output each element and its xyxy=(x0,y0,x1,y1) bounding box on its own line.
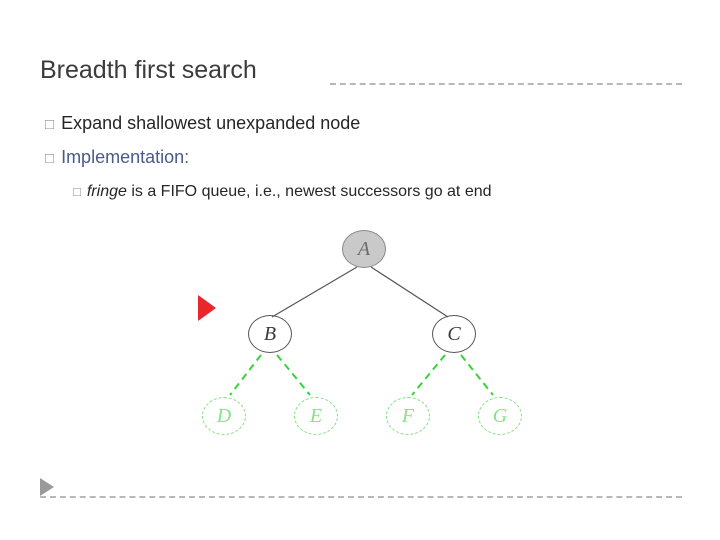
edge-a-b xyxy=(271,266,358,318)
bullet-implementation: □ Implementation: xyxy=(45,147,189,168)
search-tree-diagram: A B C D E F G xyxy=(160,205,560,435)
title-divider xyxy=(330,83,682,85)
bullet-text: Implementation: xyxy=(61,147,190,167)
edge-c-f xyxy=(411,354,446,396)
tree-edges xyxy=(229,266,494,396)
tree-node-c[interactable]: C xyxy=(432,315,476,353)
tree-node-e[interactable]: E xyxy=(294,397,338,435)
bullet-text: Expand shallowest unexpanded node xyxy=(61,113,361,133)
bullet-text-italic: fringe xyxy=(86,183,127,200)
bullet-marker-icon: □ xyxy=(73,184,81,199)
bullet-expand-shallowest: □ Expand shallowest unexpanded node xyxy=(45,113,360,134)
bullet-fringe-fifo: □ fringe is a FIFO queue, i.e., newest su… xyxy=(73,183,492,201)
bullet-marker-icon: □ xyxy=(45,150,55,167)
page-title: Breadth first search xyxy=(40,56,257,84)
tree-node-f[interactable]: F xyxy=(386,397,430,435)
edge-a-c xyxy=(370,266,449,318)
bullet-text: is a FIFO queue, i.e., newest successors… xyxy=(126,183,492,200)
advance-arrow-icon[interactable] xyxy=(40,478,54,496)
tree-node-a[interactable]: A xyxy=(342,230,386,268)
edge-b-d xyxy=(229,354,262,396)
play-triangle-icon xyxy=(198,295,216,321)
tree-node-d[interactable]: D xyxy=(202,397,246,435)
tree-node-b[interactable]: B xyxy=(248,315,292,353)
footer-divider xyxy=(40,496,682,498)
tree-node-g[interactable]: G xyxy=(478,397,522,435)
edge-c-g xyxy=(460,354,494,396)
edge-b-e xyxy=(276,354,311,396)
bullet-marker-icon: □ xyxy=(45,116,55,133)
